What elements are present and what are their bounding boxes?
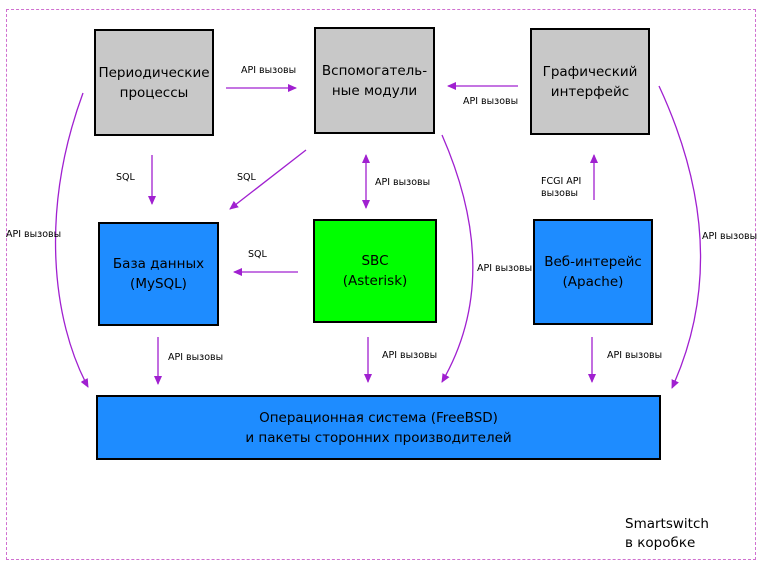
arrow-periodic-to-os — [54, 92, 89, 388]
label-api-aux-os: API вызовы — [477, 263, 533, 274]
periodic-processes-box: Периодические процессы — [94, 29, 214, 136]
label-sql-periodic-db: SQL — [116, 172, 135, 183]
label-sql-aux-db: SQL — [237, 172, 256, 183]
label-api-periodic-os: API вызовы — [6, 229, 62, 240]
sbc-label: SBC (Asterisk) — [342, 253, 408, 289]
label-api-gui-os: API вызовы — [702, 231, 758, 242]
system-boundary — [6, 9, 756, 560]
arrow-aux-to-os — [441, 134, 474, 383]
arrow-gui-to-os — [658, 85, 702, 389]
gui-box: Графический интерфейс — [530, 28, 650, 135]
periodic-processes-label: Периодические процессы — [98, 64, 210, 101]
auxiliary-modules-label: Вспомогатель- ные модули — [321, 62, 428, 99]
arrow-aux-to-db — [229, 149, 307, 210]
label-api-periodic-aux: API вызовы — [241, 65, 297, 76]
os-box: Операционная система (FreeBSD) и пакеты … — [96, 395, 661, 460]
gui-label: Графический интерфейс — [542, 63, 638, 100]
sbc-box: SBC (Asterisk) — [313, 219, 437, 323]
label-sql-sbc-db: SQL — [248, 249, 267, 260]
database-label: База данных (MySQL) — [112, 256, 205, 292]
label-api-aux-sbc: API вызовы — [375, 177, 431, 188]
label-api-sbc-os: API вызовы — [382, 350, 438, 361]
database-box: База данных (MySQL) — [98, 222, 219, 326]
label-api-web-os: API вызовы — [607, 350, 663, 361]
label-fcgi-web-gui: FCGI API вызовы — [541, 176, 582, 199]
web-interface-label: Веб-интерейс (Apache) — [544, 254, 642, 290]
os-label: Операционная система (FreeBSD) и пакеты … — [245, 409, 512, 446]
label-api-db-os: API вызовы — [168, 352, 224, 363]
auxiliary-modules-box: Вспомогатель- ные модули — [314, 27, 435, 134]
web-interface-box: Веб-интерейс (Apache) — [533, 219, 653, 325]
label-api-gui-aux: API вызовы — [463, 96, 519, 107]
diagram-caption: Smartswitch в коробке — [625, 516, 709, 551]
